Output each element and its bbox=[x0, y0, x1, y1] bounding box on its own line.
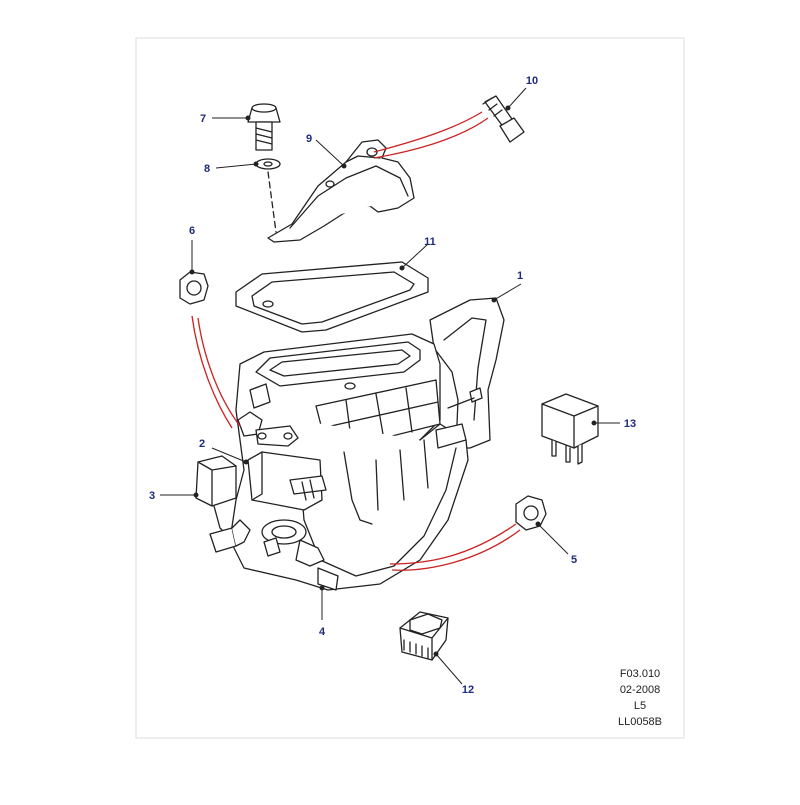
callout-10: 10 bbox=[526, 75, 538, 87]
model-code: L5 bbox=[634, 700, 646, 712]
part-10-bolt bbox=[482, 95, 525, 143]
part-7-bolt bbox=[247, 103, 281, 151]
part-9-bracket bbox=[267, 139, 415, 243]
callout-8: 8 bbox=[204, 163, 210, 175]
callout-11: 11 bbox=[424, 236, 436, 248]
callout-9: 9 bbox=[306, 133, 312, 145]
part-5-nut bbox=[515, 495, 547, 531]
part-2-actuator bbox=[247, 451, 327, 511]
assembly-leaders bbox=[191, 111, 521, 571]
revision-date: 02-2008 bbox=[620, 684, 660, 696]
figure-code: F03.010 bbox=[620, 668, 660, 680]
illustration-code: LL0058B bbox=[618, 716, 662, 728]
callout-6: 6 bbox=[189, 225, 195, 237]
callout-5: 5 bbox=[571, 554, 577, 566]
callout-3: 3 bbox=[149, 490, 155, 502]
part-8-washer bbox=[255, 158, 281, 170]
reference-block: F03.010 02-2008 L5 LL0058B bbox=[618, 668, 662, 728]
callout-1: 1 bbox=[517, 270, 523, 282]
part-6-nut bbox=[179, 271, 209, 305]
diagram-border bbox=[135, 37, 685, 739]
part-11-gasket bbox=[235, 261, 429, 333]
part-13-relay bbox=[541, 393, 599, 465]
callout-2: 2 bbox=[199, 438, 205, 450]
callout-12: 12 bbox=[462, 684, 474, 696]
callout-13: 13 bbox=[624, 418, 636, 430]
callout-7: 7 bbox=[200, 113, 206, 125]
part-1-blower-housing bbox=[229, 297, 505, 591]
assembly-centerline bbox=[267, 171, 277, 233]
callout-4: 4 bbox=[319, 626, 326, 638]
part-12-resistor bbox=[399, 611, 449, 661]
part-3-connector bbox=[195, 455, 281, 557]
callout-leaders bbox=[160, 87, 620, 685]
